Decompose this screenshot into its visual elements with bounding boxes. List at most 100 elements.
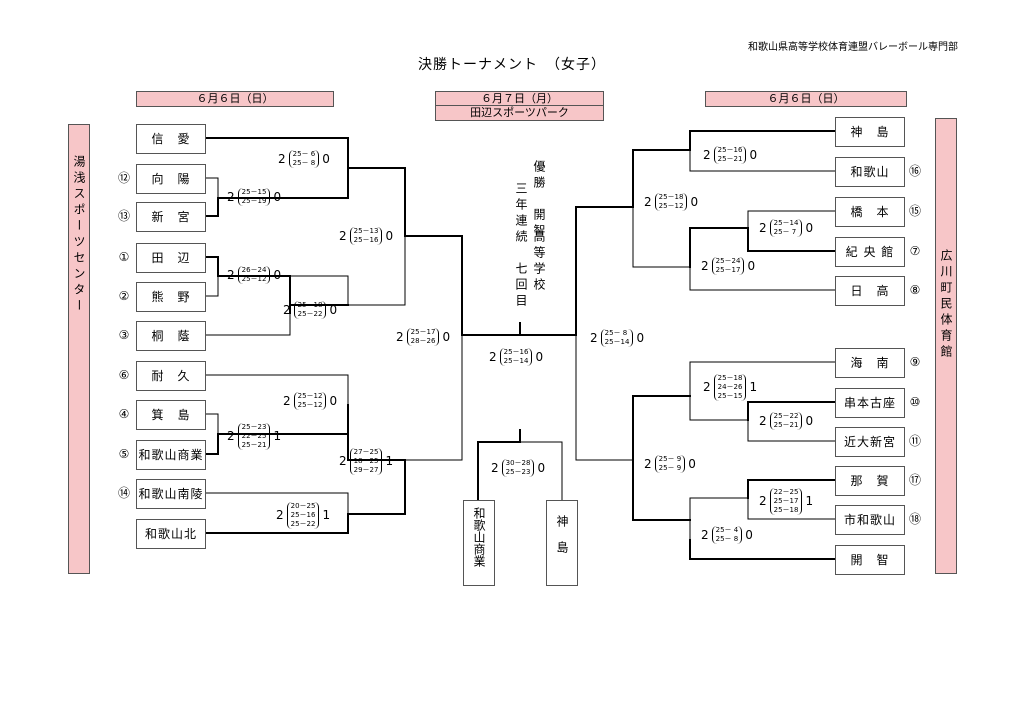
team-seed: ⑩ <box>909 395 921 409</box>
team-seed: ② <box>118 289 130 303</box>
score-loser-sets: 0 <box>273 267 282 282</box>
score-loser-sets: 1 <box>805 494 814 508</box>
team-seed: ⑤ <box>118 447 130 461</box>
team-seed: ⑭ <box>117 486 130 500</box>
set-score: 25－ 4 <box>715 526 739 534</box>
score-loser-sets: 0 <box>688 456 696 471</box>
score-loser-sets: 0 <box>442 329 451 344</box>
team-box: 橋 本 <box>835 197 905 227</box>
date-right: ６月６日（日） <box>705 91 907 107</box>
set-score: 25－22 <box>297 310 323 318</box>
set-score: 25－16 <box>717 146 743 154</box>
final-team-right: 神島 <box>546 500 578 586</box>
team-seed: ⑮ <box>908 204 921 218</box>
date-left: ６月６日（日） <box>136 91 334 107</box>
set-score: 22－25 <box>241 432 267 440</box>
page-title: 決勝トーナメント （女子） <box>418 57 606 73</box>
set-score: 25－12 <box>297 392 323 400</box>
team-box: 和歌山南陵 <box>136 479 206 509</box>
set-score: 25－17 <box>715 266 741 274</box>
score-loser-sets: 0 <box>535 349 544 364</box>
team-box: 神 島 <box>835 117 905 147</box>
score-loser-sets: 0 <box>805 413 814 428</box>
set-score: 22－25 <box>773 488 799 496</box>
score-winner-sets: 2 <box>283 393 291 408</box>
score-winner-sets: 2 <box>701 527 709 542</box>
score-loser-sets: 1 <box>385 454 394 468</box>
set-score: 25－17 <box>410 328 436 336</box>
score-winner-sets: 2 <box>644 456 652 471</box>
set-score: 25－17 <box>773 497 799 505</box>
set-score: 25－18 <box>297 301 323 309</box>
team-box: 和歌山商業 <box>136 440 206 470</box>
score-winner-sets: 2 <box>703 147 711 162</box>
score-winner-sets: 2 <box>227 267 235 282</box>
set-score: 25－12 <box>658 202 684 210</box>
score-winner-sets: 2 <box>701 258 709 273</box>
team-box: 串本古座 <box>835 388 905 418</box>
team-seed: ⑰ <box>908 473 921 487</box>
set-score: 25－ 7 <box>773 228 797 236</box>
set-score: 25－ 9 <box>658 455 682 463</box>
set-score: 25－ 6 <box>292 150 316 158</box>
team-box: 田 辺 <box>136 243 206 273</box>
score-loser-sets: 0 <box>329 393 338 408</box>
final-team-left: 和歌山商業 <box>463 500 495 586</box>
score-loser-sets: 0 <box>329 302 338 317</box>
set-score: 25－14 <box>604 338 630 346</box>
team-box: 熊 野 <box>136 282 206 312</box>
score-winner-sets: 2 <box>590 330 598 345</box>
set-score: 25－15 <box>717 392 743 400</box>
set-score: 28－26 <box>410 337 436 345</box>
set-score: 25－14 <box>503 357 529 365</box>
team-box: 市和歌山 <box>835 505 905 535</box>
champion-line-1: 優勝 開智 <box>532 160 546 240</box>
set-score: 27－25 <box>353 448 379 456</box>
score-loser-sets: 0 <box>805 220 814 235</box>
set-score: 25－22 <box>773 412 799 420</box>
team-seed: ⑱ <box>908 512 921 526</box>
team-box: 信 愛 <box>136 124 206 154</box>
organization-label: 和歌山県高等学校体育連盟バレーボール専門部 <box>748 42 958 53</box>
team-seed: ⑯ <box>908 164 921 178</box>
set-score: 25－ 8 <box>715 535 739 543</box>
team-seed: ④ <box>118 407 130 421</box>
score-winner-sets: 2 <box>491 460 499 475</box>
set-score: 18－25 <box>353 457 379 465</box>
set-score: 25－19 <box>241 197 267 205</box>
score-winner-sets: 2 <box>339 228 347 243</box>
score-loser-sets: 0 <box>537 460 546 475</box>
team-box: 開 智 <box>835 545 905 575</box>
set-score: 25－16 <box>290 511 316 519</box>
set-score: 25－23 <box>241 423 267 431</box>
score-loser-sets: 0 <box>273 189 282 204</box>
set-score: 25－21 <box>717 155 743 163</box>
venue-left: 湯浅スポーツセンター <box>68 124 90 574</box>
set-score: 25－18 <box>658 193 684 201</box>
